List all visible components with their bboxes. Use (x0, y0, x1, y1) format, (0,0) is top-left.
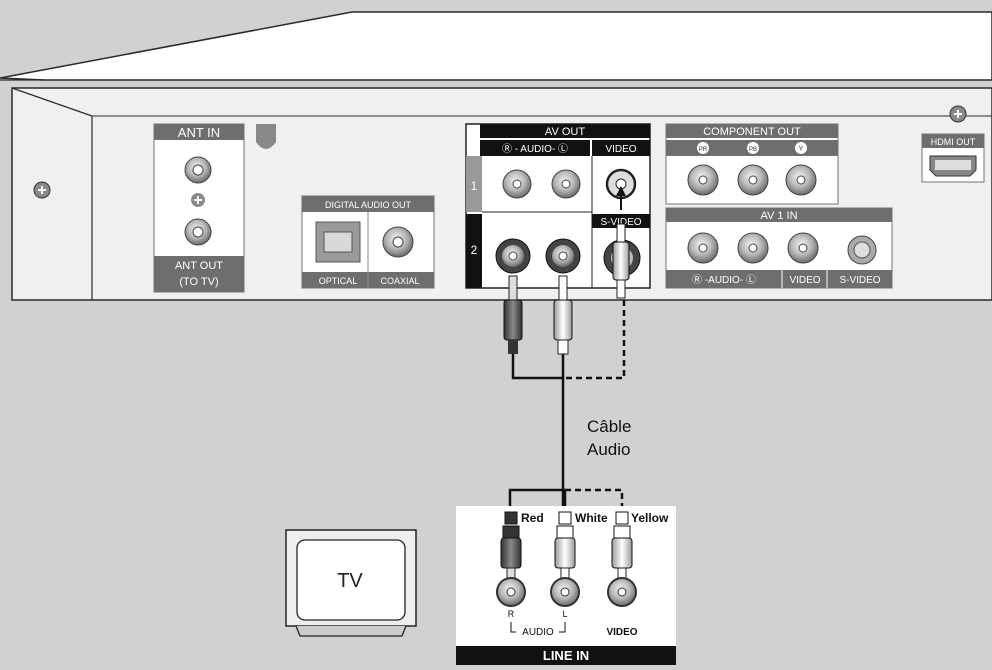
component-out-label: COMPONENT OUT (703, 126, 801, 138)
hdmi-panel: HDMI OUT (921, 133, 985, 183)
cable-label-line1: Câble (587, 417, 631, 436)
row-2-label: 2 (471, 243, 478, 257)
av1-video-label: VIDEO (789, 275, 820, 286)
av1-svideo-label: S-VIDEO (839, 275, 880, 286)
hdmi-out-label: HDMI OUT (931, 137, 976, 147)
row-1-label: 1 (471, 179, 478, 193)
plug-red-lower (496, 525, 526, 607)
cable-label-line2: Audio (587, 440, 630, 459)
av-out-label: AV OUT (545, 126, 585, 138)
video-header-label: VIDEO (605, 144, 636, 155)
plug-white-upper (553, 275, 573, 355)
ground-icon (256, 124, 276, 149)
audio-label: AUDIO (522, 627, 554, 638)
ant-out-label: ANT OUT (175, 260, 223, 272)
digital-audio-panel: DIGITAL AUDIO OUT OPTICAL COAXIAL (301, 195, 435, 289)
ant-out-to-tv-label: (TO TV) (179, 276, 218, 288)
screw-left (33, 181, 51, 199)
white-label: White (575, 511, 608, 525)
ant-in-label: ANT IN (178, 125, 220, 140)
audio-header-label: Ⓡ - AUDIO- Ⓛ (502, 143, 568, 155)
tv-label: TV (337, 570, 363, 592)
screw-right (949, 105, 967, 123)
pr-label: PR (699, 147, 708, 153)
line-in-label: LINE IN (543, 648, 589, 663)
yellow-label: Yellow (631, 511, 669, 525)
cables (508, 300, 626, 620)
line-in-panel: LINE IN Red White Yellow R (456, 506, 676, 665)
ant-panel: ANT IN ANT OUT (TO TV) (153, 123, 245, 293)
plug-white-lower (550, 525, 580, 607)
av1-in-label: AV 1 IN (760, 210, 797, 222)
r-label: R (508, 609, 515, 619)
red-label: Red (521, 511, 544, 525)
av1-in-panel: AV 1 IN Ⓡ -AUDIO- Ⓛ VIDEO S-VIDEO (665, 207, 893, 289)
l-label: L (562, 609, 567, 619)
pb-label: PB (749, 147, 757, 153)
video-label: VIDEO (606, 627, 637, 638)
component-out-panel: COMPONENT OUT PR PB Y (665, 123, 839, 205)
s-video-label: S-VIDEO (600, 217, 641, 228)
optical-label: OPTICAL (319, 276, 358, 286)
av1-audio-label: Ⓡ -AUDIO- Ⓛ (692, 274, 756, 286)
plug-red-upper (503, 275, 523, 354)
y-label: Y (799, 146, 804, 153)
plug-yellow-lower (607, 525, 637, 607)
coaxial-label: COAXIAL (380, 276, 419, 286)
plug-video-upper (612, 186, 630, 299)
tv-set: TV (285, 529, 417, 637)
digital-audio-out-label: DIGITAL AUDIO OUT (325, 200, 412, 210)
